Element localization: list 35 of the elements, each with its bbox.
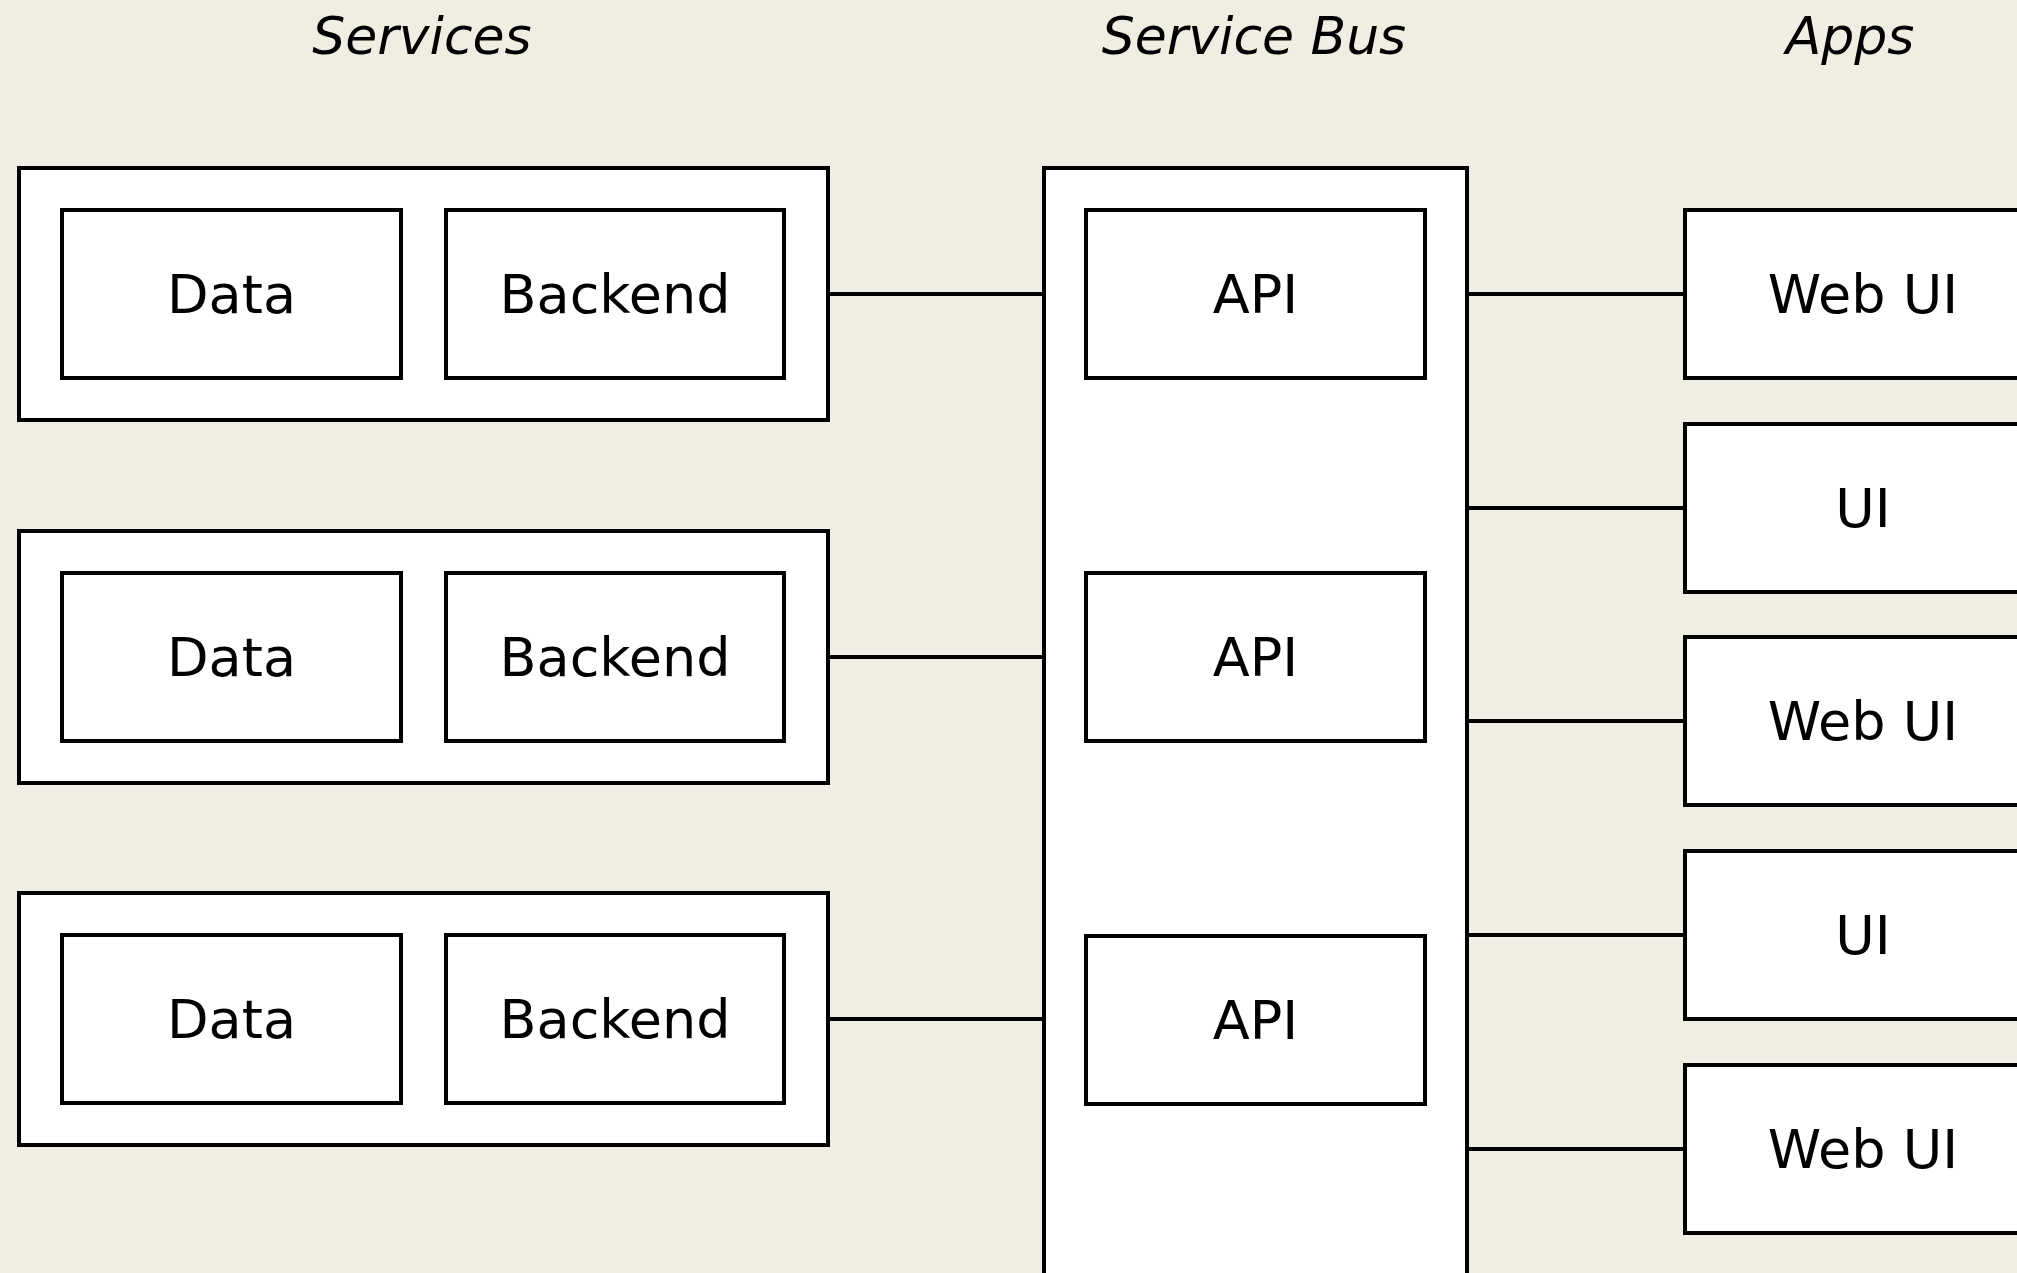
box-label: Backend <box>499 625 731 689</box>
box-label: UI <box>1835 903 1891 967</box>
component-box <box>444 933 786 1105</box>
container-box <box>17 529 830 785</box>
app-box <box>1683 635 2017 807</box>
component-box <box>444 571 786 743</box>
component-box <box>1084 571 1427 743</box>
box-label: Data <box>167 625 296 689</box>
component-box <box>444 208 786 380</box>
container-box <box>17 891 830 1147</box>
container-box <box>17 166 830 422</box>
box-label: Web UI <box>1767 689 1959 753</box>
box-label: Web UI <box>1767 262 1959 326</box>
box-label: Data <box>167 987 296 1051</box>
container-box <box>1042 166 1469 1273</box>
box-label: Backend <box>499 262 731 326</box>
box-label: UI <box>1835 476 1891 540</box>
column-heading: Apps <box>1785 6 1915 66</box>
app-box <box>1683 208 2017 380</box>
box-label: Backend <box>499 987 731 1051</box>
component-box <box>60 933 403 1105</box>
app-box <box>1683 422 2017 594</box>
box-label: API <box>1212 262 1299 326</box>
box-label: API <box>1212 988 1299 1052</box>
box-label: Web UI <box>1767 1117 1959 1181</box>
box-label: API <box>1212 625 1299 689</box>
column-heading: Service Bus <box>1101 6 1407 66</box>
component-box <box>60 208 403 380</box>
component-box <box>60 571 403 743</box>
app-box <box>1683 849 2017 1021</box>
component-box <box>1084 208 1427 380</box>
column-heading: Services <box>312 6 532 66</box>
box-label: Data <box>167 262 296 326</box>
app-box <box>1683 1063 2017 1235</box>
component-box <box>1084 934 1427 1106</box>
